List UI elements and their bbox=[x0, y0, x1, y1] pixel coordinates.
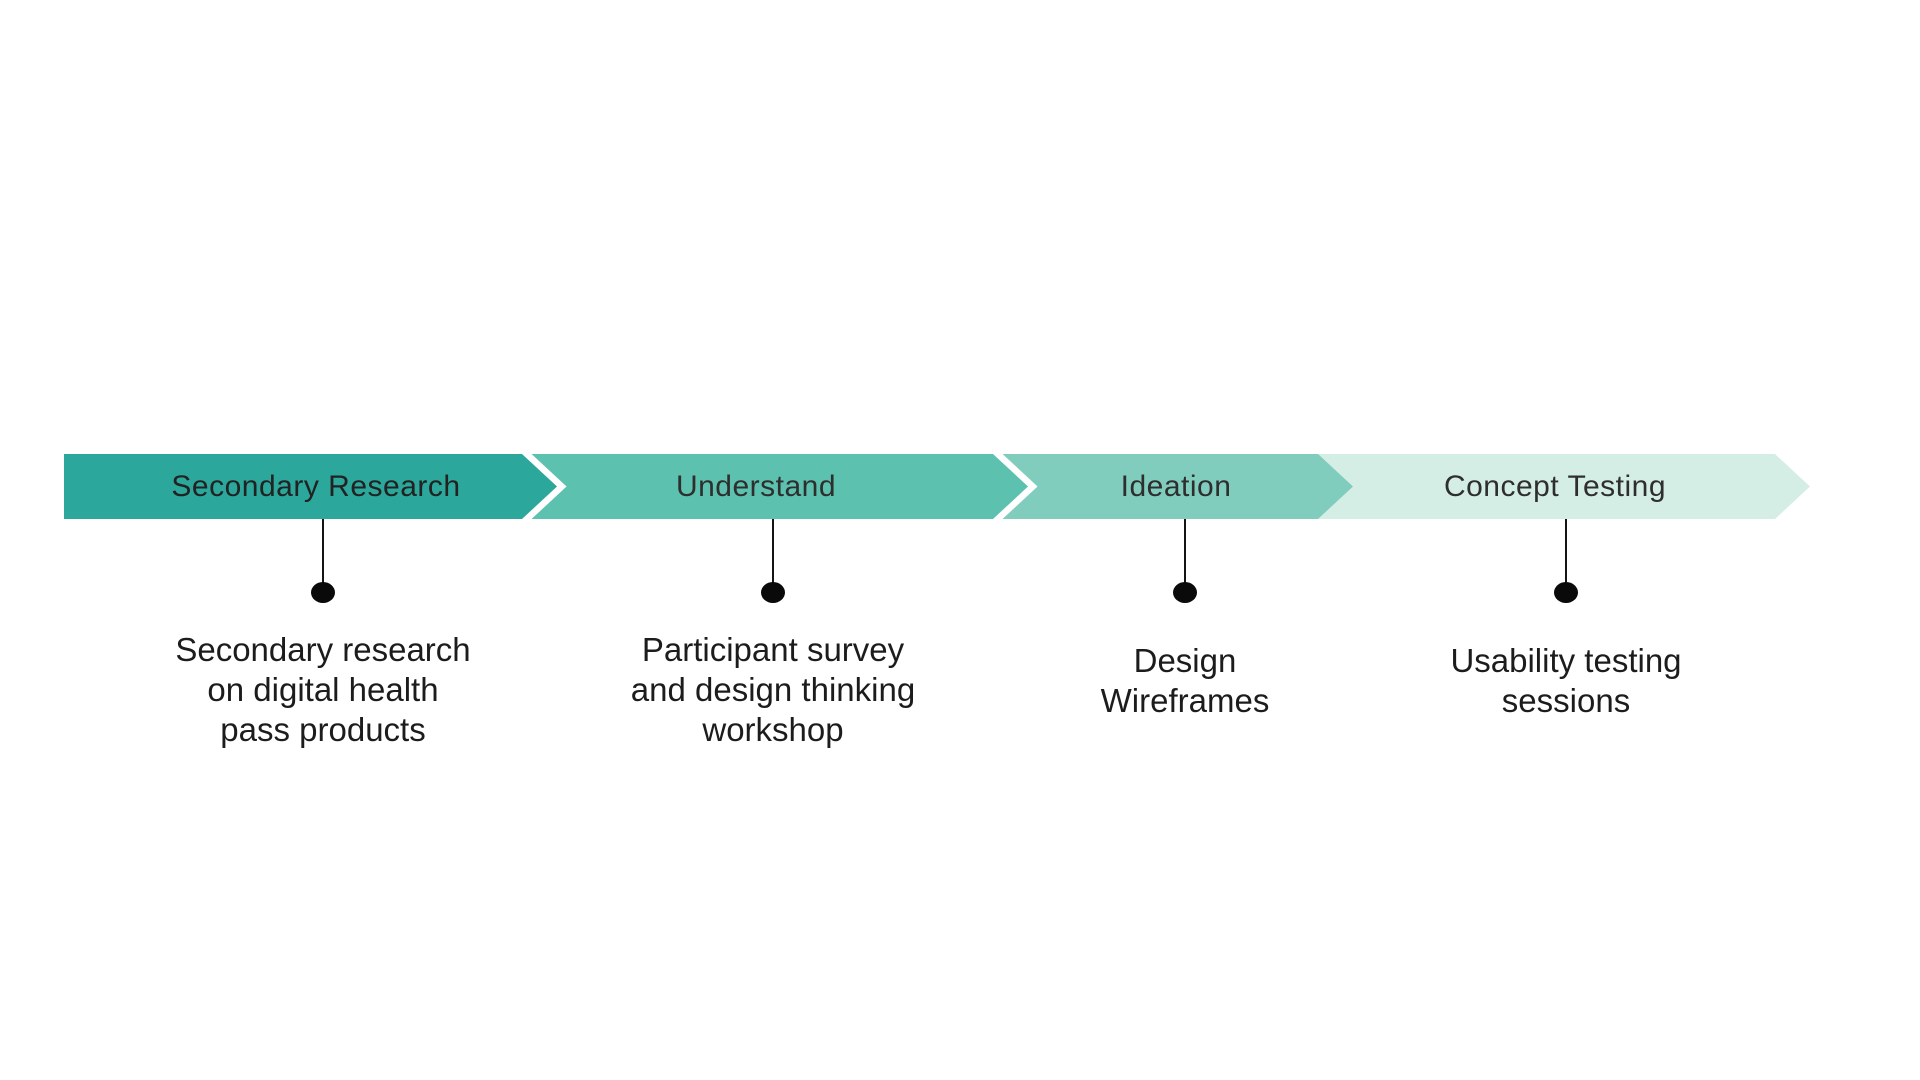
stage-description-concept-testing: Usability testing sessions bbox=[1450, 642, 1682, 719]
stage-description-understand: Participant survey and design thinking w… bbox=[630, 631, 916, 748]
timeline-marker-dot bbox=[1173, 582, 1197, 603]
stage-description-ideation: Design Wireframes bbox=[1100, 642, 1270, 719]
connector-line bbox=[322, 519, 324, 583]
timeline-marker-dot bbox=[1554, 582, 1578, 603]
stage-label-ideation: Ideation bbox=[1120, 470, 1232, 503]
stage-arrow-concept-testing bbox=[1318, 454, 1810, 519]
connector-line bbox=[1184, 519, 1186, 583]
stage-label-understand: Understand bbox=[675, 470, 837, 503]
connector-line bbox=[1565, 519, 1567, 583]
stage-arrow-ideation bbox=[993, 454, 1353, 519]
stage-arrow-secondary-research bbox=[57, 447, 567, 526]
stage-description-secondary-research: Secondary research on digital health pas… bbox=[175, 631, 471, 748]
stage-label-secondary-research: Secondary Research bbox=[171, 470, 461, 503]
stage-label-concept-testing: Concept Testing bbox=[1443, 470, 1667, 503]
connector-line bbox=[772, 519, 774, 583]
timeline-marker-dot bbox=[761, 582, 785, 603]
timeline-marker-dot bbox=[311, 582, 335, 603]
